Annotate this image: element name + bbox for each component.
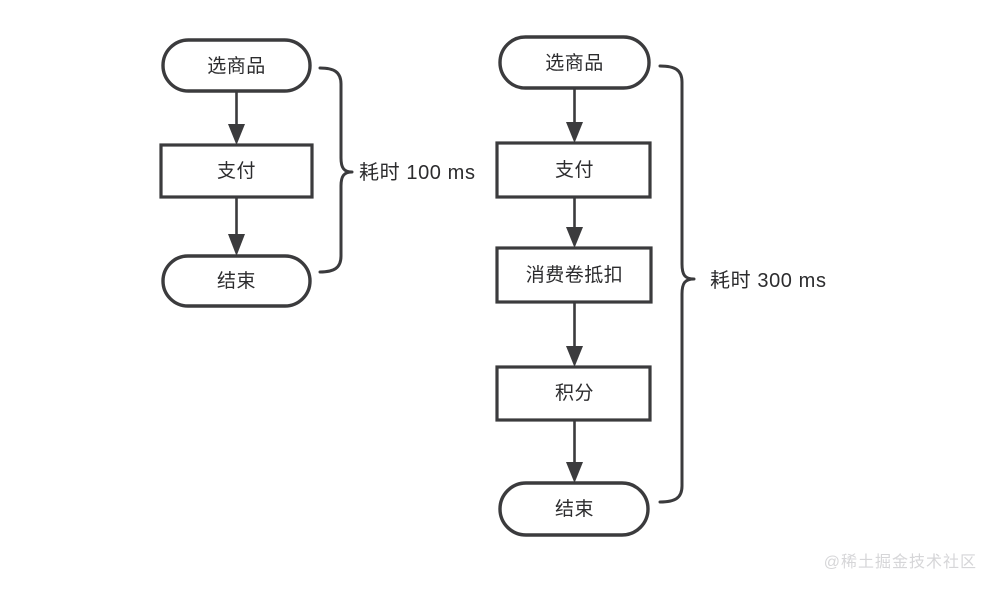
edge-pay-to-end-left	[228, 197, 245, 256]
node-label: 结束	[555, 498, 594, 520]
node-label: 支付	[217, 160, 256, 182]
node-label: 消费卷抵扣	[526, 264, 624, 286]
edge-coupon-to-points	[566, 302, 583, 367]
node-shape-rect	[495, 141, 652, 199]
node-end-left[interactable]: 结束	[161, 254, 312, 308]
node-label: 选商品	[545, 52, 604, 74]
node-label: 结束	[217, 270, 256, 292]
arrow-head-icon	[566, 462, 583, 483]
node-shape-rect	[495, 246, 653, 304]
brace-left	[318, 66, 354, 274]
node-shape-rect	[159, 143, 314, 199]
node-end-right[interactable]: 结束	[498, 481, 650, 537]
flow-simple: 选商品 支付 结束 耗时	[159, 38, 476, 308]
edge-pay-to-coupon	[566, 197, 583, 248]
node-select-product-left[interactable]: 选商品	[161, 38, 312, 93]
edge-select-to-pay-left	[228, 91, 245, 145]
node-label: 选商品	[207, 55, 266, 77]
node-pay-left[interactable]: 支付	[159, 143, 314, 199]
node-shape-rect	[495, 365, 652, 422]
brace-right	[658, 64, 696, 504]
node-points[interactable]: 积分	[495, 365, 652, 422]
node-shape-stadium	[498, 481, 650, 537]
duration-label-left: 耗时 100 ms	[359, 161, 476, 184]
node-pay-right[interactable]: 支付	[495, 141, 652, 199]
edge-points-to-end	[566, 420, 583, 483]
flow-extended: 选商品 支付 消费卷抵扣	[495, 35, 827, 537]
node-coupon-deduction[interactable]: 消费卷抵扣	[495, 246, 653, 304]
node-label: 支付	[555, 159, 594, 181]
node-shape-stadium	[161, 254, 312, 308]
edge-select-to-pay-right	[566, 88, 583, 143]
duration-label-right: 耗时 300 ms	[710, 269, 827, 292]
arrow-head-icon	[228, 234, 245, 256]
arrow-head-icon	[228, 124, 245, 145]
watermark: @稀土掘金技术社区	[823, 554, 977, 571]
node-select-product-right[interactable]: 选商品	[498, 35, 651, 90]
node-label: 积分	[555, 382, 594, 404]
arrow-head-icon	[566, 227, 583, 248]
arrow-head-icon	[566, 122, 583, 143]
arrow-head-icon	[566, 346, 583, 367]
